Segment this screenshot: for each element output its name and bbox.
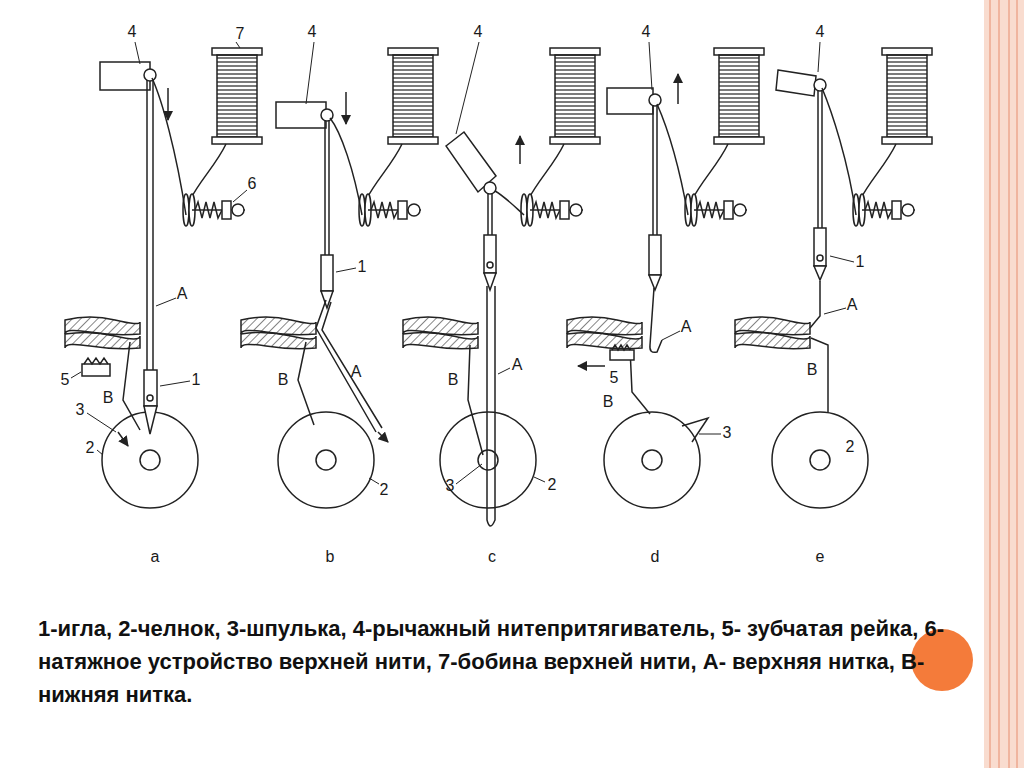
callout-label: 1: [192, 372, 201, 388]
callout-label: 5: [61, 372, 70, 388]
callout-label: 6: [248, 176, 257, 192]
callout-label: 7: [236, 26, 245, 42]
callout-label: 4: [128, 24, 137, 40]
callout-label: B: [807, 362, 818, 378]
callout-label: 5: [610, 370, 619, 386]
callout-label: B: [448, 372, 459, 388]
callout-label: A: [847, 297, 858, 313]
callout-label: 1: [856, 254, 865, 270]
callout-label: 2: [380, 482, 389, 498]
callout-label: A: [177, 286, 188, 302]
callout-label: 4: [816, 24, 825, 40]
callout-label: 3: [446, 478, 455, 494]
callout-label: 2: [548, 477, 557, 493]
panel-letter: b: [326, 549, 335, 565]
callout-label: 3: [723, 425, 732, 441]
panel-letter: c: [488, 549, 496, 565]
callout-label: 4: [642, 24, 651, 40]
callout-label: 4: [474, 24, 483, 40]
callout-label: B: [103, 390, 114, 406]
panel-letter: a: [151, 549, 160, 565]
panel-letter: d: [651, 549, 660, 565]
callout-label: A: [512, 357, 523, 373]
callout-label: B: [603, 394, 614, 410]
callout-label: 4: [308, 24, 317, 40]
panel-letter: e: [816, 549, 825, 565]
caption: 1-игла, 2-челнок, 3-шпулька, 4-рычажный …: [38, 612, 983, 711]
callout-label: A: [681, 319, 692, 335]
callout-label: B: [278, 372, 289, 388]
callout-label: 3: [76, 402, 85, 418]
callout-label: 2: [846, 439, 855, 455]
callout-label: 2: [86, 440, 95, 456]
callout-label: A: [351, 364, 362, 380]
callout-label: 1: [358, 259, 367, 275]
